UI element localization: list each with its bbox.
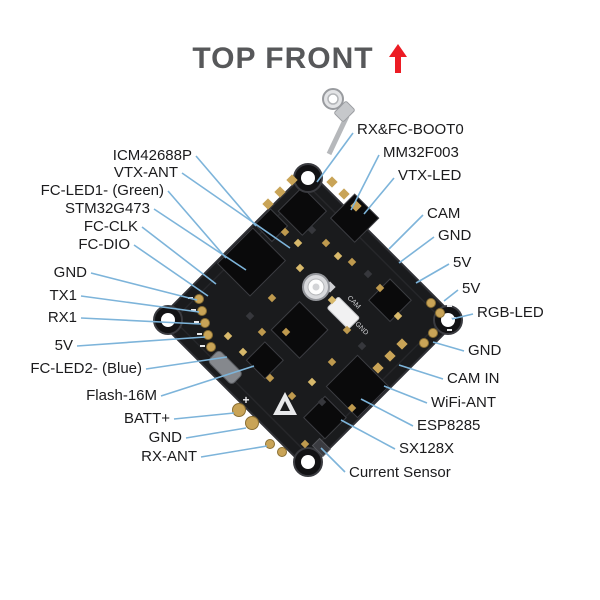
leader-rx1 [80,317,202,325]
leader-mm32f003 [350,154,380,211]
betafpv-logo-mark [273,392,297,415]
leader-5v-left [76,336,206,347]
leader-rgb-led [451,313,474,320]
leader-gnd-right-bottom [432,341,465,352]
smd-pads [262,174,408,374]
leader-sx128x [340,419,396,450]
leader-flash-16m [160,365,255,397]
leader-5v-right-2 [443,289,459,302]
leader-fc-dio [133,244,209,297]
leader-icm42688p [195,155,257,227]
silkscreen-plus: + [242,393,249,407]
leader-cam-in [398,364,444,380]
leader-gnd-left-bottom [185,427,247,439]
leader-vtx-led [363,177,395,215]
page-title: TOP FRONT [192,42,374,75]
leader-fc-led1 [167,190,227,259]
leader-tx1 [80,295,200,313]
chip-sx128x [303,395,347,440]
leader-fc-clk [141,226,217,285]
leader-fc-led2 [145,356,228,370]
chip-vtx [277,186,328,236]
solder-pads [194,294,445,457]
leader-esp8285 [360,398,414,427]
leader-gnd-left-top [90,272,198,301]
leader-vtx-ant [181,172,291,249]
chip-mm32f003 [329,193,380,243]
leader-rx-ant [200,445,268,458]
mounting-holes [153,163,463,477]
pcb-board: CAM GND [153,163,463,477]
ufl-pigtail-connector [322,88,355,156]
passive-components [223,225,403,449]
chip-stm32g473 [216,227,287,297]
leader-5v-right-1 [415,263,450,284]
leader-gnd-right-top [398,236,435,264]
usb-connector [208,350,242,384]
leader-lines [76,132,474,473]
leader-current-sensor [320,447,346,473]
chip-flash-16m [245,341,284,380]
up-arrow-icon [388,44,407,73]
leader-wifi-ant [383,385,428,404]
leader-batt-plus [173,412,235,420]
leader-cam [388,214,424,250]
vtx-antenna-ufl [302,273,336,301]
chip-center [270,300,329,359]
chip-esp8285 [325,354,390,419]
leader-stm32g473 [153,208,247,271]
chip-imu-icm42688p [254,208,289,243]
title-row: TOP FRONT [0,42,600,76]
leader-rx-fc-boot0 [316,132,354,183]
